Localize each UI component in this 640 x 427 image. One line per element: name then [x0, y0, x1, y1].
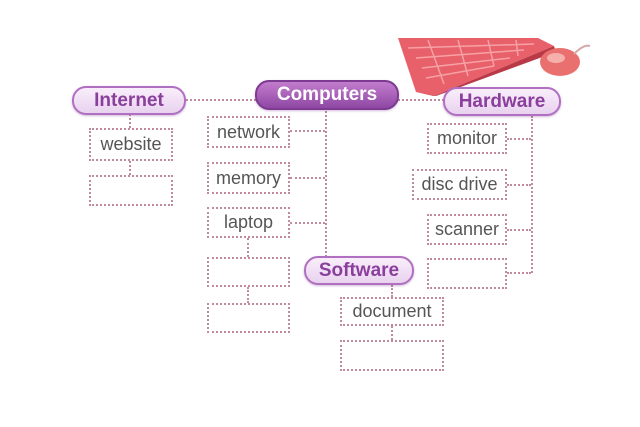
hardware-item: monitor [427, 123, 507, 154]
hardware-node: Hardware [443, 87, 561, 116]
connector [129, 161, 131, 175]
connector [247, 287, 249, 303]
connector [247, 238, 249, 257]
connector [507, 184, 531, 186]
connector [507, 229, 531, 231]
computers-item: memory [207, 162, 290, 194]
keyboard-mouse-image [398, 38, 591, 96]
software-item-blank [340, 340, 444, 371]
computers-node: Computers [255, 80, 399, 110]
connector [531, 116, 533, 273]
connector [325, 107, 327, 257]
internet-node: Internet [72, 86, 186, 115]
hardware-item-blank [427, 258, 507, 289]
internet-item: website [89, 128, 173, 161]
connector [398, 99, 444, 101]
computers-item-blank [207, 303, 290, 333]
connector [391, 285, 393, 297]
connector [186, 99, 256, 101]
connector [290, 222, 325, 224]
connector [507, 272, 531, 274]
connector [290, 130, 325, 132]
connector [507, 138, 531, 140]
hardware-item: disc drive [412, 169, 507, 200]
connector [391, 326, 393, 340]
software-node: Software [304, 256, 414, 285]
computers-item: network [207, 116, 290, 148]
hardware-item: scanner [427, 214, 507, 245]
internet-item-blank [89, 175, 173, 206]
connector [129, 114, 131, 128]
computers-item: laptop [207, 207, 290, 238]
software-item: document [340, 297, 444, 326]
connector [290, 177, 325, 179]
computers-item-blank [207, 257, 290, 287]
